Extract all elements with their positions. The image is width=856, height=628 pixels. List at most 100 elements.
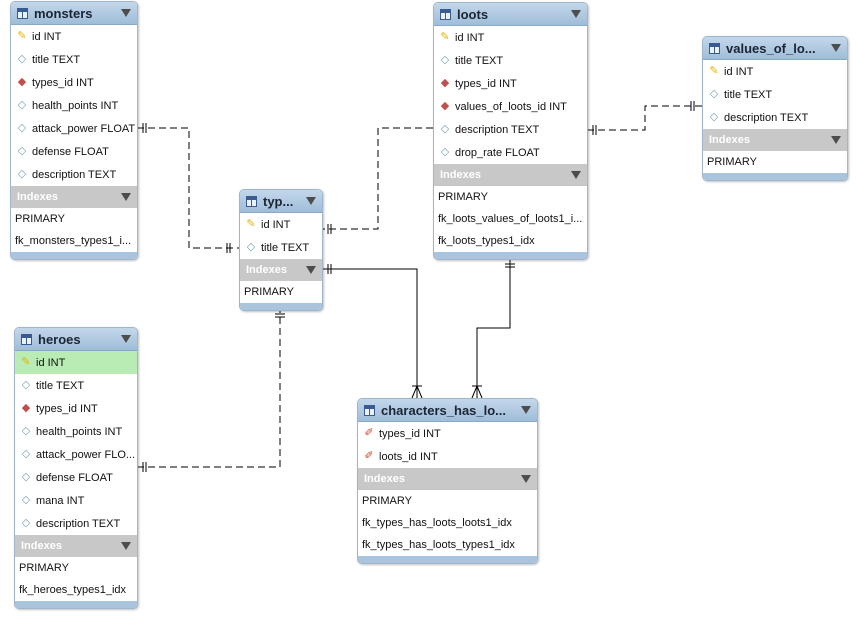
index-row[interactable]: PRIMARY (240, 281, 322, 303)
column-row[interactable]: ◇mana INT (15, 489, 137, 512)
primary-key-icon: ✎ (440, 31, 450, 43)
column-row[interactable]: ◇attack_power FLOAT (11, 117, 137, 140)
collapse-arrow-icon[interactable] (121, 335, 131, 343)
indexes-header[interactable]: Indexes (240, 259, 322, 281)
table-values-of-loots[interactable]: values_of_lo... ✎id INT◇title TEXT◇descri… (702, 36, 848, 181)
collapse-arrow-icon[interactable] (121, 9, 131, 17)
column-row[interactable]: ◇title TEXT (11, 48, 137, 71)
column-label: title TEXT (261, 241, 310, 254)
column-row[interactable]: ✐loots_id INT (358, 445, 537, 468)
column-row[interactable]: ◇health_points INT (15, 420, 137, 443)
table-heroes[interactable]: heroes✎id INT◇title TEXT◆types_id INT◇he… (14, 327, 138, 609)
column-row[interactable]: ✎id INT (434, 26, 587, 49)
indexes-label: Indexes (440, 169, 481, 181)
column-row[interactable]: ◇attack_power FLO... (15, 443, 137, 466)
column-row[interactable]: ✎id INT (703, 60, 847, 83)
index-row[interactable]: PRIMARY (15, 557, 137, 579)
column-row[interactable]: ✎id INT (11, 25, 137, 48)
collapse-arrow-icon[interactable] (571, 171, 581, 179)
column-row[interactable]: ◇description TEXT (703, 106, 847, 129)
index-row[interactable]: fk_heroes_types1_idx (15, 579, 137, 601)
index-row[interactable]: fk_loots_types1_idx (434, 230, 587, 252)
table-name: typ... (263, 193, 294, 209)
table-header[interactable]: values_of_lo... (703, 37, 847, 60)
collapse-arrow-icon[interactable] (571, 10, 581, 18)
column-row[interactable]: ◇title TEXT (240, 236, 322, 259)
table-header[interactable]: typ... (240, 190, 322, 213)
index-row[interactable]: PRIMARY (703, 151, 847, 173)
index-row[interactable]: fk_types_has_loots_loots1_idx (358, 512, 537, 534)
index-label: PRIMARY (15, 213, 65, 225)
index-label: fk_loots_types1_idx (438, 235, 535, 247)
table-header[interactable]: characters_has_lo... (358, 399, 537, 422)
collapse-arrow-icon[interactable] (306, 197, 316, 205)
table-header[interactable]: monsters (11, 2, 137, 25)
collapse-arrow-icon[interactable] (121, 193, 131, 201)
marker-heroes-one (142, 462, 147, 472)
table-icon (17, 7, 28, 19)
index-row[interactable]: PRIMARY (11, 208, 137, 230)
column-icon: ◇ (709, 88, 719, 100)
column-label: health_points INT (32, 99, 119, 112)
table-header[interactable]: heroes (15, 328, 137, 351)
column-label: drop_rate FLOAT (455, 146, 540, 159)
table-header[interactable]: loots (434, 3, 587, 26)
collapse-arrow-icon[interactable] (521, 475, 531, 483)
column-label: id INT (32, 30, 62, 43)
column-row[interactable]: ◇health_points INT (11, 94, 137, 117)
index-row[interactable]: PRIMARY (434, 186, 587, 208)
rel-heroes-types (137, 311, 281, 468)
column-row[interactable]: ◆types_id INT (15, 397, 137, 420)
column-row[interactable]: ◇defense FLOAT (15, 466, 137, 489)
column-icon: ◇ (21, 471, 31, 483)
column-row[interactable]: ◆types_id INT (434, 72, 587, 95)
foreign-key-icon: ◆ (17, 76, 27, 88)
indexes-label: Indexes (246, 264, 287, 276)
column-row[interactable]: ◇description TEXT (15, 512, 137, 535)
table-name: loots (457, 6, 489, 22)
column-row[interactable]: ◇drop_rate FLOAT (434, 141, 587, 164)
indexes-header[interactable]: Indexes (11, 186, 137, 208)
column-row[interactable]: ◇title TEXT (434, 49, 587, 72)
indexes-header[interactable]: Indexes (15, 535, 137, 557)
indexes-header[interactable]: Indexes (358, 468, 537, 490)
index-row[interactable]: fk_monsters_types1_i... (11, 230, 137, 252)
table-monsters[interactable]: monsters✎id INT◇title TEXT◆types_id INT◇… (10, 1, 138, 260)
column-label: loots_id INT (379, 450, 438, 463)
column-row[interactable]: ✎id INT (15, 351, 137, 374)
index-label: PRIMARY (707, 156, 757, 168)
column-row[interactable]: ◇defense FLOAT (11, 140, 137, 163)
table-characters-has-loots[interactable]: characters_has_lo...✐types_id INT✐loots_… (357, 398, 538, 564)
collapse-arrow-icon[interactable] (831, 44, 841, 52)
table-name: monsters (34, 5, 93, 21)
collapse-arrow-icon[interactable] (831, 136, 841, 144)
column-row[interactable]: ◇description TEXT (11, 163, 137, 186)
marker-types-one-bottom (275, 313, 285, 318)
column-row[interactable]: ◇title TEXT (15, 374, 137, 397)
table-name: values_of_lo... (726, 40, 816, 56)
index-row[interactable]: fk_loots_values_of_loots1_i... (434, 208, 587, 230)
table-footer (703, 173, 847, 180)
collapse-arrow-icon[interactable] (306, 266, 316, 274)
column-row[interactable]: ✐types_id INT (358, 422, 537, 445)
column-label: attack_power FLO... (36, 448, 136, 461)
collapse-arrow-icon[interactable] (521, 406, 531, 414)
collapse-arrow-icon[interactable] (121, 542, 131, 550)
column-label: description TEXT (455, 123, 540, 136)
column-label: defense FLOAT (32, 145, 109, 158)
index-row[interactable]: PRIMARY (358, 490, 537, 512)
primary-key-icon: ✎ (21, 356, 31, 368)
indexes-header[interactable]: Indexes (703, 129, 847, 151)
column-row[interactable]: ◇description TEXT (434, 118, 587, 141)
index-label: fk_types_has_loots_loots1_idx (362, 517, 512, 529)
index-row[interactable]: fk_types_has_loots_types1_idx (358, 534, 537, 556)
table-loots[interactable]: loots ✎id INT◇title TEXT◆types_id INT◆val… (433, 2, 588, 260)
table-footer (11, 252, 137, 259)
column-row[interactable]: ◆types_id INT (11, 71, 137, 94)
column-row[interactable]: ◇title TEXT (703, 83, 847, 106)
column-row[interactable]: ✎id INT (240, 213, 322, 236)
column-row[interactable]: ◆values_of_loots_id INT (434, 95, 587, 118)
indexes-header[interactable]: Indexes (434, 164, 587, 186)
